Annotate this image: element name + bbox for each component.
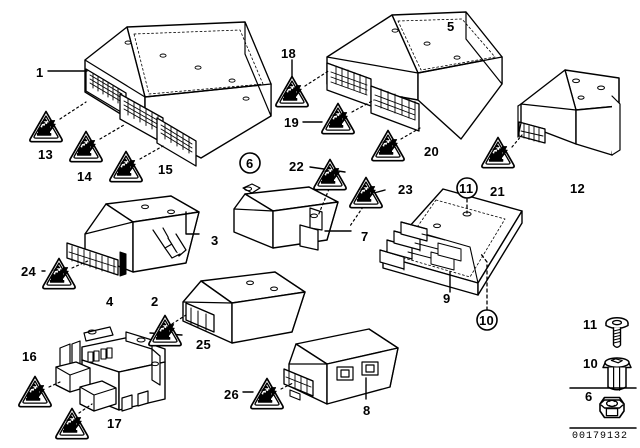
callout-4[interactable]: 4 xyxy=(106,294,114,309)
callout-26[interactable]: 26 xyxy=(224,387,240,402)
callout-12[interactable]: 12 xyxy=(570,181,586,196)
callout-7[interactable]: 7 xyxy=(361,229,369,244)
circled-callout-6[interactable]: 6 xyxy=(246,156,254,171)
part-3-relay-module xyxy=(66,195,200,277)
callout-21[interactable]: 21 xyxy=(490,184,506,199)
part-8-rectangular-control-unit xyxy=(283,328,399,405)
part-2-box-module xyxy=(182,271,306,344)
callout-6[interactable]: 6 xyxy=(585,389,593,404)
callout-24[interactable]: 24 xyxy=(21,264,37,279)
circled-callout-rings xyxy=(239,152,498,331)
callout-10[interactable]: 10 xyxy=(583,356,599,371)
callout-20[interactable]: 20 xyxy=(424,144,440,159)
diagram-id: 00179132 xyxy=(572,431,629,442)
part-7-small-control-module xyxy=(233,183,339,251)
callout-1[interactable]: 1 xyxy=(36,65,44,80)
callout-22[interactable]: 22 xyxy=(289,159,305,174)
callout-3[interactable]: 3 xyxy=(211,233,219,248)
callout-13[interactable]: 13 xyxy=(38,147,54,162)
callout-11[interactable]: 11 xyxy=(583,317,598,332)
part-1-body-control-module xyxy=(84,21,272,167)
part-17-fuse-relay-carrier xyxy=(55,326,166,412)
circled-callout-11[interactable]: 11 xyxy=(459,181,474,196)
callout-2[interactable]: 2 xyxy=(151,294,159,309)
callout-19[interactable]: 19 xyxy=(284,115,300,130)
part-12-compact-control-unit xyxy=(517,69,621,156)
callout-9[interactable]: 9 xyxy=(443,291,451,306)
callout-25[interactable]: 25 xyxy=(196,337,212,352)
callout-23[interactable]: 23 xyxy=(398,182,414,197)
part-9-connector-carrier xyxy=(379,188,523,296)
fastener-group xyxy=(569,317,637,429)
circled-callout-10[interactable]: 10 xyxy=(479,313,495,328)
callout-5[interactable]: 5 xyxy=(447,19,455,34)
part-5-control-unit-module xyxy=(326,11,503,140)
callout-18[interactable]: 18 xyxy=(281,46,297,61)
callout-8[interactable]: 8 xyxy=(363,403,371,418)
callout-17[interactable]: 17 xyxy=(107,416,123,431)
callout-14[interactable]: 14 xyxy=(77,169,93,184)
callout-15[interactable]: 15 xyxy=(158,162,174,177)
callout-16[interactable]: 16 xyxy=(22,349,38,364)
